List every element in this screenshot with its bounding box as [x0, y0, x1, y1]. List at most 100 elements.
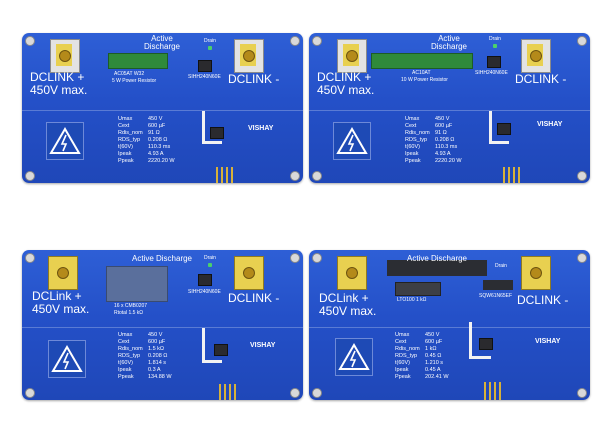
spec-value: 1 kΩ	[425, 346, 437, 352]
spec-key: Rdis_nom	[118, 130, 143, 136]
voltage-max-label: 450V max.	[32, 302, 90, 316]
vishay-logo: VISHAY	[250, 342, 276, 349]
spec-key: Ipeak	[118, 367, 132, 373]
spec-key: Cext	[395, 339, 407, 345]
high-voltage-warning-icon	[335, 338, 373, 376]
spec-value: 2220.20 W	[148, 158, 175, 164]
mosfet-chip	[198, 274, 212, 286]
mount-hole	[25, 36, 35, 46]
board-divider	[309, 327, 590, 328]
spec-value: 0.45 A	[425, 367, 441, 373]
spec-value: 202.41 W	[425, 374, 449, 380]
status-led	[208, 263, 212, 267]
header-pins	[215, 167, 235, 183]
spec-value: 0.208 Ω	[148, 353, 168, 359]
silkscreen-trace	[202, 360, 222, 363]
silkscreen-trace	[489, 141, 509, 144]
dclink-minus-label: DCLINK -	[515, 72, 567, 86]
voltage-max-label: 450V max.	[30, 83, 88, 97]
pcb-board-2: Active Discharge Drain AC10AT 10 W Power…	[309, 33, 590, 183]
high-voltage-warning-icon	[48, 340, 86, 378]
vishay-logo: VISHAY	[537, 121, 563, 128]
spec-key: Ipeak	[118, 151, 132, 157]
mount-hole	[312, 36, 322, 46]
high-voltage-warning-icon	[46, 122, 84, 160]
spec-value: 91 Ω	[435, 130, 447, 136]
mosfet-label: SQW61N65EF	[479, 293, 513, 299]
mount-hole	[25, 388, 35, 398]
spec-key: Umax	[405, 116, 420, 122]
spec-value: 2220.20 W	[435, 158, 462, 164]
silkscreen-trace	[202, 141, 222, 144]
driver-ic-chip	[497, 123, 511, 135]
silkscreen-trace	[202, 111, 205, 143]
spec-value: 600 µF	[148, 123, 166, 129]
board-title-line2: Discharge	[143, 42, 180, 51]
header-pins	[218, 384, 238, 400]
dclink-minus-label: DCLINK -	[517, 293, 569, 307]
driver-ic-chip	[210, 127, 224, 139]
spec-key: Cext	[118, 123, 130, 129]
dclink-minus-terminal	[234, 256, 264, 290]
board-title: Active Discharge	[406, 254, 468, 263]
spec-value: 1.5 kΩ	[148, 346, 165, 352]
mosfet-label: SIHH240N60E	[188, 289, 221, 295]
spec-key: Ipeak	[405, 151, 419, 157]
dclink-minus-label: DCLINK -	[228, 291, 280, 305]
dclink-plus-label: DCLINK +	[317, 70, 372, 84]
resistor-label-line2: Rtotal 1.5 kΩ	[114, 310, 144, 316]
spec-key: RDS_typ	[405, 137, 428, 143]
spec-value: 0.3 A	[148, 367, 161, 373]
mosfet-label: SIHH240N60E	[188, 74, 221, 80]
spec-value: 600 µF	[148, 339, 166, 345]
mosfet-chip	[483, 280, 513, 290]
mosfet-chip	[487, 56, 501, 68]
spec-key: Rdis_nom	[118, 346, 143, 352]
spec-value: 110.3 ms	[148, 144, 171, 150]
vishay-logo: VISHAY	[248, 125, 274, 132]
dclink-minus-terminal	[234, 39, 264, 73]
spec-value: 1.210 s	[425, 360, 444, 366]
spec-key: RDS_typ	[118, 353, 141, 359]
silkscreen-trace	[489, 111, 492, 143]
pcb-board-1: Active Discharge Drain AC05AT W32 5 W Po…	[22, 33, 303, 183]
spec-value: 1.814 s	[148, 360, 167, 366]
spec-key: t(60V)	[118, 360, 133, 366]
mount-hole	[290, 388, 300, 398]
power-resistor	[395, 282, 441, 296]
pcb-board-3: Active Discharge Drain 16 x CMB0207 Rtot…	[22, 250, 303, 400]
dclink-minus-label: DCLINK -	[228, 72, 280, 86]
spec-value: 110.3 ms	[435, 144, 458, 150]
silkscreen-trace	[469, 322, 472, 358]
board-divider	[22, 327, 303, 328]
resistor-array	[106, 266, 168, 302]
mount-hole	[25, 171, 35, 181]
spec-key: Cext	[118, 339, 130, 345]
spec-value: 4.93 A	[148, 151, 164, 157]
spec-key: t(60V)	[405, 144, 420, 150]
board-title: Active Discharge	[131, 254, 193, 263]
mount-hole	[577, 253, 587, 263]
status-led	[493, 44, 497, 48]
dclink-plus-label: DCLink +	[319, 291, 369, 305]
silkscreen-trace	[469, 356, 491, 359]
vishay-logo: VISHAY	[535, 338, 561, 345]
mosfet-chip	[198, 60, 212, 72]
voltage-max-label: 450V max.	[319, 304, 377, 318]
drain-label: Drain	[204, 38, 216, 44]
high-voltage-warning-icon	[333, 122, 371, 160]
drain-label: Drain	[489, 36, 501, 42]
resistor-label-line1: AC05AT W32	[114, 71, 145, 77]
spec-value: 91 Ω	[148, 130, 160, 136]
dclink-plus-terminal	[337, 256, 367, 290]
resistor-label-line1: AC10AT	[412, 70, 431, 76]
header-pins	[483, 382, 503, 400]
spec-key: Ipeak	[395, 367, 409, 373]
mount-hole	[312, 253, 322, 263]
mount-hole	[577, 36, 587, 46]
spec-value: 0.208 Ω	[435, 137, 455, 143]
